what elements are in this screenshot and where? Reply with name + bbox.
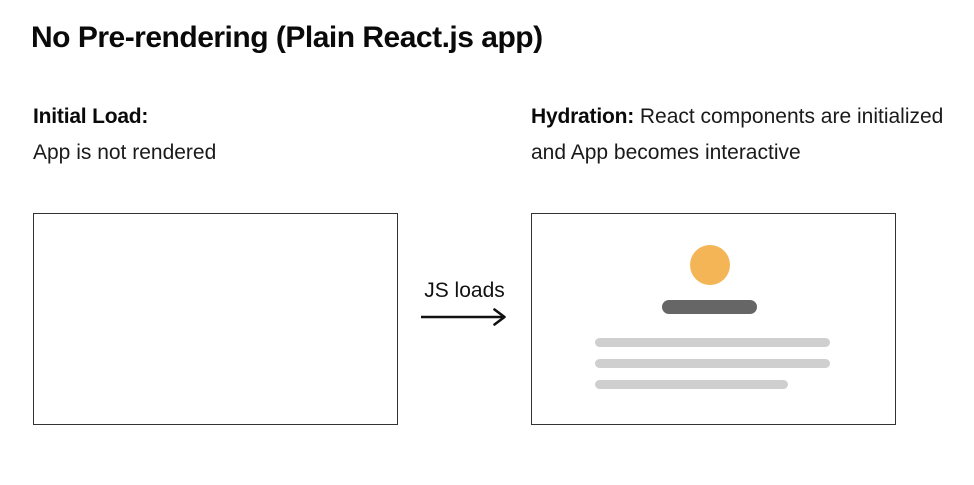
initial-load-caption-text: App is not rendered (33, 141, 217, 164)
text-line-placeholder (595, 380, 788, 389)
text-line-placeholder (595, 359, 830, 368)
heading-bar-placeholder (662, 300, 757, 314)
text-line-placeholder (595, 338, 830, 347)
initial-load-app-box (33, 213, 398, 425)
js-loads-label: JS loads (424, 279, 505, 302)
initial-load-caption: Initial Load: App is not rendered (33, 99, 393, 171)
js-loads-transition: JS loads (398, 278, 531, 326)
initial-load-caption-lead: Initial Load: (33, 105, 149, 128)
right-arrow-icon (420, 308, 506, 326)
text-line-placeholders (595, 338, 830, 390)
hydration-caption-lead: Hydration: (531, 105, 635, 128)
hydration-caption: Hydration: React components are initiali… (531, 99, 963, 171)
hydrated-app-box (531, 213, 896, 425)
avatar-circle-placeholder (690, 245, 730, 285)
hydration-caption-text: React components are initialized and App… (531, 105, 944, 164)
diagram-title: No Pre-rendering (Plain React.js app) (31, 21, 543, 54)
